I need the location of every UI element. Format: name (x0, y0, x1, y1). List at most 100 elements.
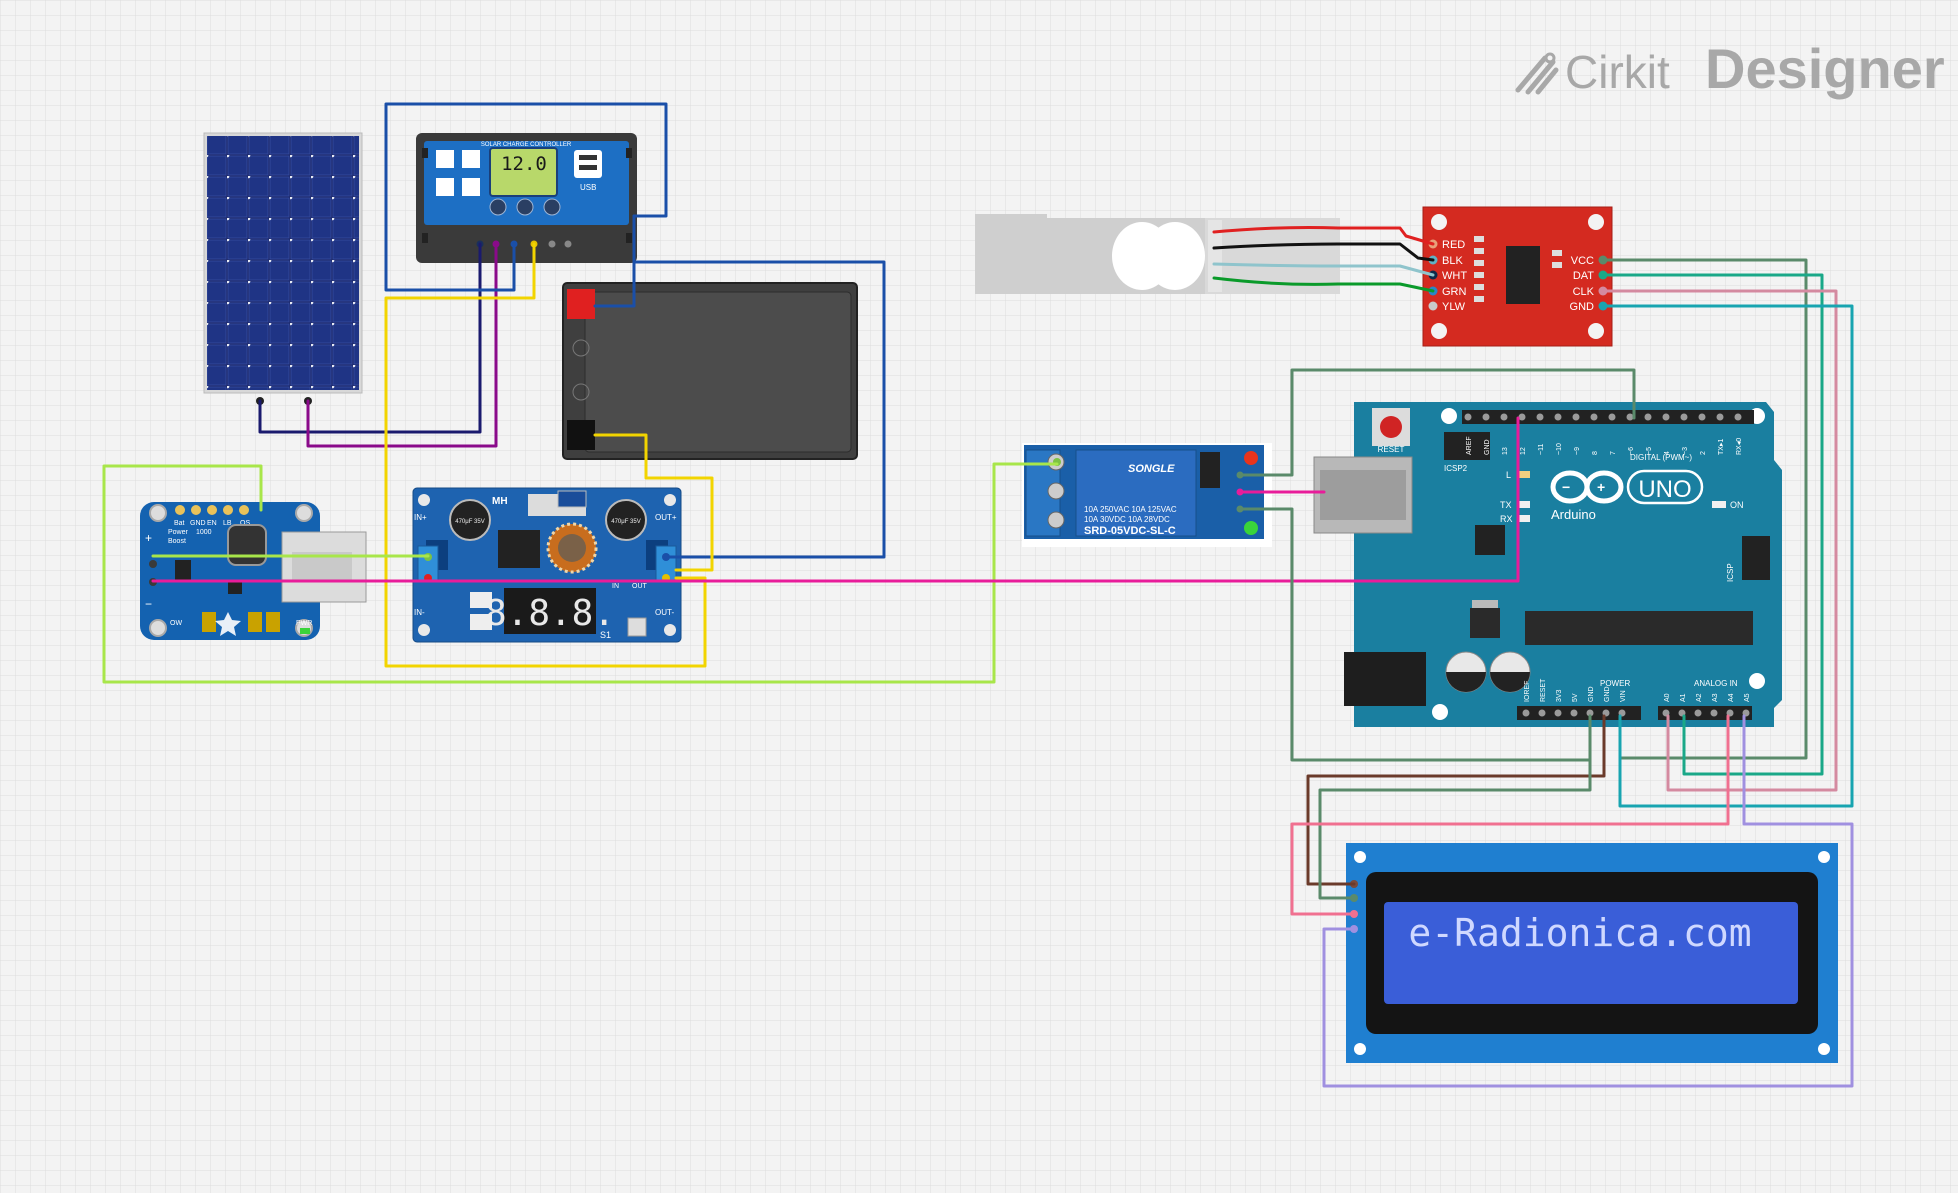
wire-hx711-gnd[interactable] (1601, 304, 1854, 808)
stepdown-in-minus-label: IN- (414, 608, 425, 617)
charge-controller-button-up[interactable] (516, 198, 534, 216)
wire-pink-power[interactable] (151, 416, 1520, 583)
digital-pin-15[interactable] (1734, 413, 1742, 421)
boost-pin-en[interactable] (207, 505, 217, 515)
power-pin-2[interactable] (1554, 709, 1562, 717)
lcd-screen (1384, 902, 1798, 1004)
power-label: POWER (1600, 679, 1630, 688)
relay-spec-2: 10A 30VDC 10A 28VDC (1084, 515, 1170, 524)
digital-pin-3[interactable] (1518, 413, 1526, 421)
stepdown-ic (498, 530, 540, 568)
digital-pin-2[interactable] (1500, 413, 1508, 421)
load-cell[interactable] (975, 214, 1340, 294)
icsp2-header (1444, 432, 1490, 460)
digital-pin-7[interactable] (1590, 413, 1598, 421)
power-pin-label-0: IOREF (1524, 681, 1531, 702)
hx711-pin-ylw[interactable] (1428, 301, 1438, 311)
relay-brand: SONGLE (1128, 463, 1175, 475)
wire-boost-to-relay[interactable] (102, 462, 1059, 684)
analog-pin-label-3: A3 (1712, 693, 1719, 702)
stepdown-in-plus-label: IN+ (414, 513, 427, 522)
wire-load-white[interactable] (1212, 262, 1435, 277)
hx711-label-grn: GRN (1442, 286, 1467, 298)
digital-pin-5[interactable] (1554, 413, 1562, 421)
power-pin-1[interactable] (1538, 709, 1546, 717)
power-pin-4[interactable] (1586, 709, 1594, 717)
led-tx-label: TX (1500, 500, 1512, 510)
battery[interactable] (562, 282, 858, 460)
digital-pin-9[interactable] (1626, 413, 1634, 421)
stepdown-out-minus-label: OUT- (655, 608, 674, 617)
digital-pin-14[interactable] (1716, 413, 1724, 421)
wire-controller-bat-neg[interactable] (384, 102, 668, 292)
charge-controller-button-menu[interactable] (489, 198, 507, 216)
stepdown-button[interactable] (627, 617, 647, 637)
boost-pwr-label: PWR (296, 620, 312, 627)
digital-pin-0[interactable] (1464, 413, 1472, 421)
arduino-logo-plus: + (1597, 479, 1605, 495)
digital-pin-label-0: AREF (1466, 436, 1473, 455)
digital-pin-12[interactable] (1680, 413, 1688, 421)
analog-pin-label-4: A4 (1728, 693, 1735, 702)
wire-load-black[interactable] (1212, 242, 1435, 262)
charge-controller-button-down[interactable] (543, 198, 561, 216)
boost-input-positive-terminal[interactable] (149, 560, 157, 568)
wire-solar-pos[interactable] (306, 242, 498, 448)
solar-panel[interactable] (203, 132, 363, 405)
analog-pin-2[interactable] (1694, 709, 1702, 717)
digital-pin-13[interactable] (1698, 413, 1706, 421)
dc-jack[interactable] (1344, 652, 1426, 706)
step-down-converter[interactable]: MH IN+ IN- OUT+ OUT- 470μF 35V 470μF 35V… (412, 487, 682, 643)
digital-pin-10[interactable] (1644, 413, 1652, 421)
boost-pin-bat[interactable] (175, 505, 185, 515)
hx711-module[interactable]: RED BLK WHT GRN YLW VCC DAT CLK GND (1422, 206, 1613, 347)
hx711-label-clk: CLK (1573, 286, 1595, 298)
wire-battery-neg[interactable] (593, 260, 636, 308)
boost-pin-lb[interactable] (223, 505, 233, 515)
power-pin-0[interactable] (1522, 709, 1530, 717)
battery-negative-terminal[interactable] (567, 420, 595, 450)
hx711-label-vcc: VCC (1571, 255, 1594, 267)
digital-pin-1[interactable] (1482, 413, 1490, 421)
boost-pin-label-en: EN (207, 520, 217, 527)
lcd-16x2[interactable]: e-Radionica.com (1346, 843, 1838, 1063)
wire-load-green[interactable] (1212, 276, 1435, 293)
digital-pin-11[interactable] (1662, 413, 1670, 421)
digital-pin-4[interactable] (1536, 413, 1544, 421)
wire-load-red[interactable] (1212, 226, 1435, 246)
power-boost-module[interactable]: Bat GND EN LB OS Power Boost 1000 + − OW… (140, 502, 367, 640)
boost-pwr-led (300, 628, 310, 634)
stepdown-potentiometer[interactable] (557, 490, 587, 508)
analog-pin-3[interactable] (1710, 709, 1718, 717)
wire-lcd-vcc[interactable] (1318, 714, 1592, 900)
power-header (1517, 706, 1641, 720)
wire-hx711-clk[interactable] (1601, 289, 1838, 792)
digital-label: DIGITAL (PWM~) (1630, 453, 1692, 462)
reset-label: RESET (1378, 445, 1405, 454)
power-pin-3[interactable] (1570, 709, 1578, 717)
wire-relay-signal[interactable] (1238, 368, 1636, 477)
wire-battery-pos[interactable] (593, 433, 714, 572)
digital-pin-8[interactable] (1608, 413, 1616, 421)
analog-pin-label-5: A5 (1744, 693, 1751, 702)
solar-charge-controller[interactable]: SOLAR CHARGE CONTROLLER 12.0 USB (416, 133, 637, 263)
digital-pin-6[interactable] (1572, 413, 1580, 421)
relay-module[interactable]: SONGLE 10A 250VAC 10A 125VAC 10A 30VDC 1… (1022, 443, 1272, 547)
logo-text-bold: Designer (1705, 37, 1945, 100)
logo-text-light: Cirkit (1565, 46, 1670, 98)
led-on (1712, 501, 1726, 508)
wire-controller-bat-pos[interactable] (384, 242, 707, 668)
wire-lcd-sda[interactable] (1290, 714, 1730, 916)
boost-pin-gnd[interactable] (191, 505, 201, 515)
battery-positive-terminal[interactable] (567, 289, 595, 319)
wire-lcd-gnd[interactable] (1306, 714, 1606, 886)
boost-pin-os[interactable] (239, 505, 249, 515)
analog-pin-label-2: A2 (1696, 693, 1703, 702)
charge-controller-display-value: 12.0 (501, 153, 547, 175)
wire-lcd-scl[interactable] (1322, 714, 1854, 1088)
wire-controller-bat-neg-2[interactable] (632, 214, 886, 559)
wire-hx711-dat[interactable] (1601, 273, 1824, 776)
digital-pin-label-9: ~6 (1628, 447, 1635, 455)
wire-solar-neg[interactable] (258, 242, 482, 434)
